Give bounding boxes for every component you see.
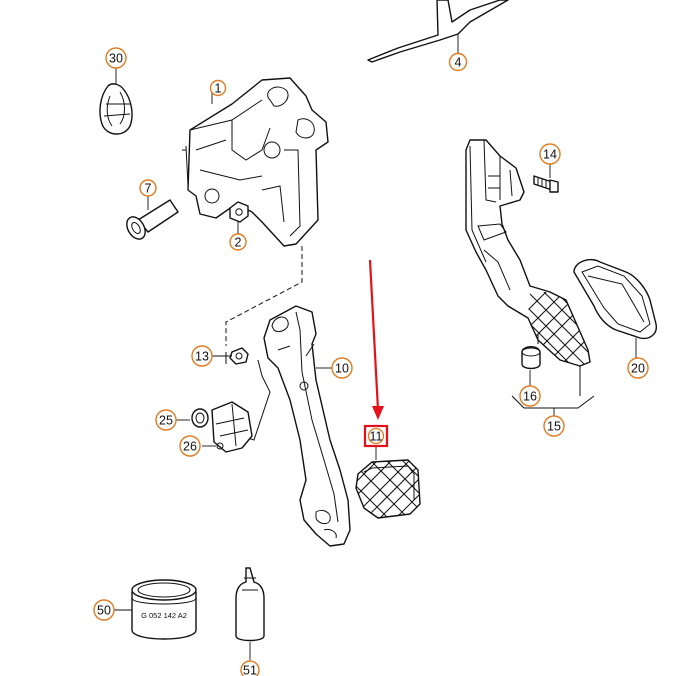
callout-1: 1 <box>209 79 227 97</box>
part-10-brake-pedal-lever <box>247 305 351 547</box>
callout-25: 25 <box>155 409 177 431</box>
callout-25-text: 25 <box>159 414 173 428</box>
callout-1-text: 1 <box>215 82 222 96</box>
part-11-brake-pedal-pad <box>355 446 421 519</box>
callout-4: 4 <box>448 52 468 72</box>
callout-labels: 4 30 1 7 2 14 13 10 <box>93 47 649 676</box>
callout-15: 15 <box>543 415 565 437</box>
callout-11-text: 11 <box>370 430 383 444</box>
callout-30-text: 30 <box>109 52 123 66</box>
part-50-grease-can: G 052 142 A2 <box>114 579 197 640</box>
callout-30: 30 <box>105 47 127 69</box>
callout-13: 13 <box>191 345 213 367</box>
part-20-accelerator-pad <box>573 258 657 358</box>
callout-51: 51 <box>240 660 260 676</box>
callout-50-text: 50 <box>97 604 111 618</box>
callout-13-text: 13 <box>195 350 209 364</box>
callout-2: 2 <box>229 233 247 251</box>
callout-10-text: 10 <box>335 362 349 376</box>
callout-14-text: 14 <box>543 148 557 162</box>
assembly-lines <box>225 246 303 364</box>
callout-16: 16 <box>519 385 541 407</box>
part-51-lubricant-bottle <box>235 567 265 660</box>
callout-20-text: 20 <box>631 362 645 376</box>
callout-2-text: 2 <box>235 236 242 250</box>
part-16-buffer <box>521 346 541 386</box>
callout-26-text: 26 <box>183 440 197 454</box>
callout-20: 20 <box>627 357 649 379</box>
part-7-pin <box>126 196 179 240</box>
highlight-arrow <box>368 259 384 420</box>
part-1-pedal-bracket <box>182 77 329 247</box>
callout-15-text: 15 <box>547 420 561 434</box>
part-4-rod <box>367 0 509 63</box>
part-25-o-ring <box>176 408 209 428</box>
callout-51-text: 51 <box>243 664 257 676</box>
callout-10: 10 <box>331 357 353 379</box>
callout-7: 7 <box>139 179 157 197</box>
part-15-accelerator-pedal-module <box>465 139 595 416</box>
callout-14: 14 <box>539 143 561 165</box>
grease-can-label: G 052 142 A2 <box>141 611 187 620</box>
callout-16-text: 16 <box>523 390 537 404</box>
part-26-sensor-block <box>202 401 253 453</box>
callout-4-text: 4 <box>455 56 462 70</box>
callout-11-highlighted: 11 <box>363 424 389 448</box>
part-30-clip <box>99 67 133 135</box>
part-13-bushing <box>212 347 249 365</box>
callout-26: 26 <box>179 435 201 457</box>
part-2-nut <box>229 201 249 234</box>
callout-50: 50 <box>93 599 115 621</box>
callout-7-text: 7 <box>145 182 152 196</box>
part-14-screw <box>533 164 559 193</box>
